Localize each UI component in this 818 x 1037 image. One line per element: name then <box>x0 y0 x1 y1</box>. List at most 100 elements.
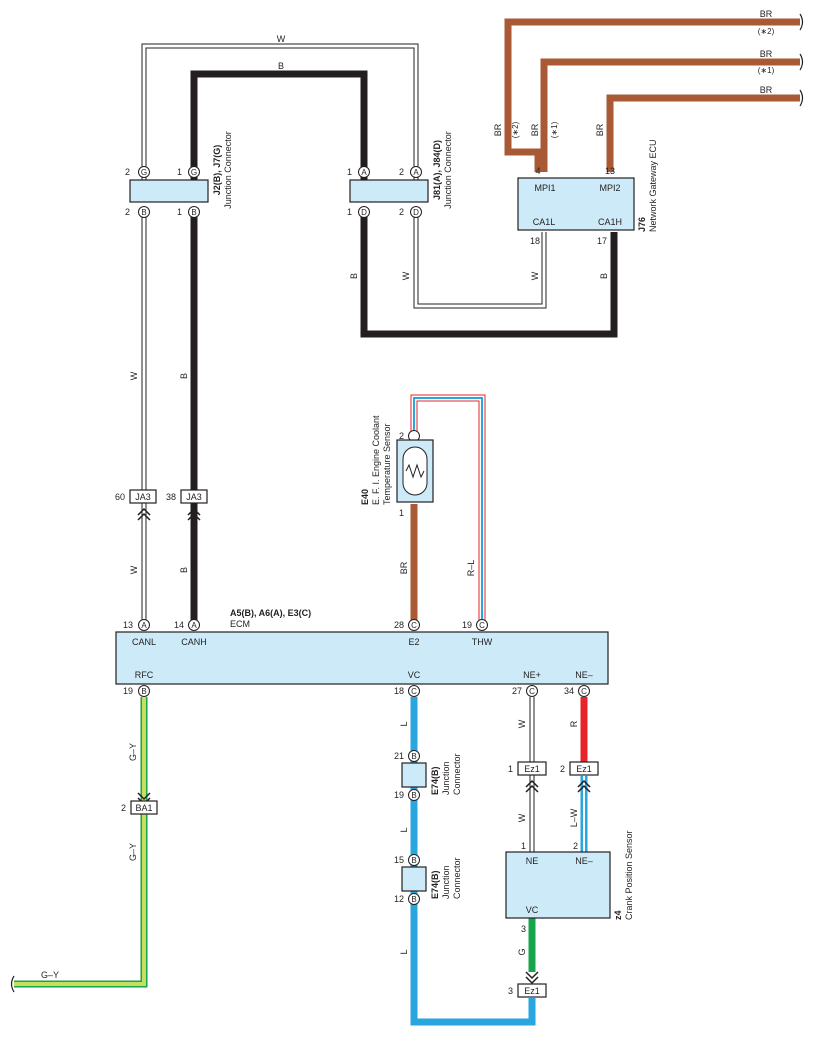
note-1-v: (∗1) <box>550 121 559 138</box>
connector-ez1-pin3: Ez1 3 <box>508 971 547 998</box>
svg-text:CANH: CANH <box>181 637 207 647</box>
e40-name2: Temperature Sensor <box>382 423 392 505</box>
svg-text:B: B <box>141 687 146 696</box>
svg-text:Connector: Connector <box>452 857 462 899</box>
label-gy-3: G–Y <box>41 970 59 980</box>
wire-w-top-loop <box>141 43 419 180</box>
label-b-top: B <box>278 61 284 71</box>
junction-j2-j7: G 2 B 2 G 1 B 1 J2(B), J7(G) Junction Co… <box>125 131 233 218</box>
e40-code: E40 <box>360 489 370 505</box>
note-2-right: (∗2) <box>758 27 775 36</box>
wire-end-marks <box>10 13 804 993</box>
junction-e74-lower: B 15 B 12 E74(B) Junction Connector <box>394 854 462 905</box>
label-br-e2: BR <box>399 561 409 574</box>
label-br-v2: BR <box>530 123 540 136</box>
note-2-v: (∗2) <box>511 121 520 138</box>
ecm-pin-ne-plus: NE+ C 27 <box>512 670 541 697</box>
label-b-left-2: B <box>179 567 189 573</box>
pin-j7-g-top: G 2 <box>125 166 150 178</box>
pin-j7-g-bottom: B 2 <box>125 206 150 218</box>
svg-text:2: 2 <box>125 207 130 217</box>
svg-text:B: B <box>411 752 416 761</box>
network-gateway-ecu: 4 13 MPI1 MPI2 CA1L CA1H 18 17 J76 Netwo… <box>517 139 658 246</box>
connector-ja3-right: JA3 38 <box>166 489 208 521</box>
label-l-1: L <box>399 721 409 726</box>
pin-j2-b-top: G 1 <box>177 166 200 178</box>
svg-text:13: 13 <box>123 620 133 630</box>
svg-text:60: 60 <box>115 492 125 502</box>
label-w-top: W <box>277 34 286 44</box>
wire-b-to-gateway <box>360 212 618 338</box>
svg-text:21: 21 <box>394 751 404 761</box>
svg-text:NE: NE <box>526 856 539 866</box>
svg-text:34: 34 <box>564 686 574 696</box>
svg-text:E2: E2 <box>408 637 419 647</box>
connector-ba1: BA1 2 <box>121 792 158 815</box>
junction-j2-j7-code: J2(B), J7(G) <box>212 145 222 196</box>
svg-text:2: 2 <box>399 167 404 177</box>
wire-gy-rfc <box>14 697 148 988</box>
ecm-pin-e2: C 28 E2 <box>394 619 420 647</box>
junction-j81-j84: A 1 D 1 A 2 D 2 J81(A), J84(D) Junction … <box>347 131 453 218</box>
svg-text:A: A <box>191 621 197 630</box>
pin-j81-a-top: A 1 <box>347 166 370 178</box>
svg-text:Ez1: Ez1 <box>524 764 540 774</box>
label-w-ne-1: W <box>517 719 527 728</box>
svg-text:C: C <box>479 621 485 630</box>
crank-sensor-code: z4 <box>613 910 623 920</box>
label-b-left-1: B <box>179 373 189 379</box>
svg-text:JA3: JA3 <box>186 492 202 502</box>
ecm-pin-ne-minus: NE– C 34 <box>564 670 593 697</box>
svg-text:1: 1 <box>521 841 526 851</box>
svg-text:1: 1 <box>177 207 182 217</box>
e40-pin-1: 1 <box>399 508 404 518</box>
crank-position-sensor: 1 2 NE NE– VC 3 z4 Crank Position Sensor <box>505 830 634 934</box>
gateway-code: J76 <box>637 217 647 232</box>
svg-text:C: C <box>411 621 417 630</box>
svg-text:2: 2 <box>125 167 130 177</box>
label-br-v1: BR <box>493 123 503 136</box>
ecm-pin-rfc: RFC B 19 <box>123 670 154 697</box>
junction-j81-j84-name: Junction Connector <box>443 131 453 209</box>
label-b-j81: B <box>349 273 359 279</box>
svg-text:C: C <box>411 687 417 696</box>
junction-j2-j7-name: Junction Connector <box>223 131 233 209</box>
svg-text:38: 38 <box>166 492 176 502</box>
label-br-1: BR <box>760 9 773 19</box>
svg-text:E74(B): E74(B) <box>430 766 440 795</box>
ecm-pin-vc: VC C 18 <box>394 670 421 697</box>
svg-text:Ez1: Ez1 <box>576 764 592 774</box>
svg-text:B: B <box>191 208 196 217</box>
gateway-pin-17: 17 <box>597 236 607 246</box>
svg-text:NE–: NE– <box>575 856 593 866</box>
svg-text:19: 19 <box>394 790 404 800</box>
label-br-2: BR <box>760 49 773 59</box>
svg-text:A: A <box>361 168 367 177</box>
svg-text:VC: VC <box>408 670 421 680</box>
svg-text:A: A <box>141 621 147 630</box>
wire-labels: W B BR BR BR (∗2) (∗1) BR (∗2) BR (∗1) B… <box>41 9 775 980</box>
label-lw-ne: L–W <box>569 808 579 827</box>
pin-j2-b-bottom: B 1 <box>177 206 200 218</box>
svg-text:19: 19 <box>462 620 472 630</box>
label-br-3: BR <box>760 85 773 95</box>
svg-text:27: 27 <box>512 686 522 696</box>
svg-text:E74(B): E74(B) <box>430 870 440 899</box>
svg-text:D: D <box>413 208 419 217</box>
wire-b-top-loop <box>190 70 368 180</box>
svg-text:15: 15 <box>394 855 404 865</box>
svg-text:NE–: NE– <box>575 670 593 680</box>
svg-text:B: B <box>411 856 416 865</box>
svg-text:CANL: CANL <box>132 637 156 647</box>
wire-rl-thw <box>410 394 486 620</box>
connector-ez1-pin2: Ez1 2 <box>560 761 599 793</box>
svg-text:1: 1 <box>177 167 182 177</box>
svg-text:BA1: BA1 <box>135 803 152 813</box>
svg-text:28: 28 <box>394 620 404 630</box>
label-rl-thw: R–L <box>466 560 476 577</box>
svg-text:B: B <box>141 208 146 217</box>
gateway-pin-18: 18 <box>530 236 540 246</box>
svg-text:B: B <box>411 791 416 800</box>
gateway-mpi1: MPI1 <box>534 183 555 193</box>
